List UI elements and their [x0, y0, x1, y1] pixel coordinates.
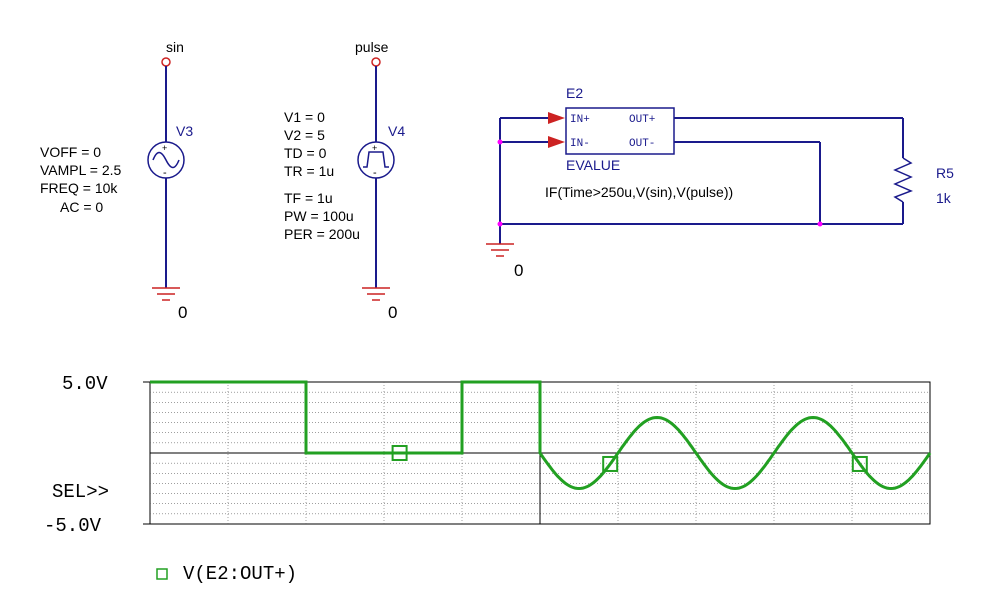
trace-marker-icon [391, 445, 408, 461]
e2-body [565, 107, 675, 155]
v4-minus-mark: - [373, 167, 377, 179]
e2-wiring [497, 117, 904, 244]
r5-resistor[interactable]: R5 1k [893, 157, 954, 206]
waveform-plot[interactable]: 5.0V -5.0V SEL>> [44, 373, 932, 537]
v3-param-vampl: VAMPL = 2.5 [40, 162, 122, 178]
v4-net-label: pulse [355, 39, 389, 55]
junction-dot-icon [497, 221, 503, 227]
v4-pulse-glyph-icon [363, 151, 389, 168]
v3-params: VOFF = 0 VAMPL = 2.5 FREQ = 10k AC = 0 [40, 144, 122, 215]
legend-trace-label: V(E2:OUT+) [183, 563, 297, 585]
v4-param-v2: V2 = 5 [284, 127, 325, 143]
v4-param-td: TD = 0 [284, 145, 327, 161]
v4-params: V1 = 0 V2 = 5 TD = 0 TR = 1u TF = 1u PW … [284, 109, 360, 242]
v4-pulse-source[interactable]: pulse + - V4 V1 = 0 V2 = 5 TD = 0 TR = 1… [284, 39, 405, 322]
e2-in-plus-arrow-icon [548, 112, 565, 124]
legend-marker-icon [156, 568, 168, 580]
v3-plus-mark: + [162, 143, 167, 153]
e2-ground-icon [486, 243, 514, 257]
v4-param-per: PER = 200u [284, 226, 360, 242]
trace-marker-icon [851, 455, 868, 472]
v3-sine-glyph-icon [152, 151, 180, 169]
e2-ground-label: 0 [514, 261, 523, 280]
v3-sine-source[interactable]: sin + - V3 VOFF = 0 VAMPL = 2.5 FREQ = 1… [40, 39, 193, 322]
e2-type: EVALUE [566, 157, 620, 173]
legend-item[interactable]: V(E2:OUT+) [156, 563, 297, 585]
y-axis-min-label: -5.0V [44, 515, 102, 537]
sel-marker[interactable]: SEL>> [52, 481, 109, 503]
e2-in-minus-arrow-icon [548, 136, 565, 148]
e2-expression: IF(Time>250u,V(sin),V(pulse)) [545, 184, 733, 200]
v3-ground-icon [152, 287, 180, 301]
v3-ref: V3 [176, 123, 193, 139]
v3-ground-label: 0 [178, 303, 187, 322]
v4-terminal-icon [371, 57, 381, 67]
junction-dot-icon [817, 221, 823, 227]
e2-pin-in-plus: IN+ [570, 114, 590, 126]
trace-markers [391, 445, 868, 472]
v3-net-label: sin [166, 39, 184, 55]
y-axis-max-label: 5.0V [62, 373, 108, 395]
v4-param-pw: PW = 100u [284, 208, 354, 224]
v4-param-tf: TF = 1u [284, 190, 333, 206]
e2-pin-out-plus: OUT+ [629, 114, 655, 126]
trace-marker-icon [602, 455, 619, 472]
v4-ground-label: 0 [388, 303, 397, 322]
v4-plus-mark: + [372, 143, 377, 153]
v4-ref: V4 [388, 123, 405, 139]
e2-pin-in-minus: IN- [570, 138, 590, 150]
trace-v-e2-out-plus [150, 380, 932, 491]
v3-terminal-icon [161, 57, 171, 67]
v3-minus-mark: - [163, 167, 167, 179]
v4-param-tr: TR = 1u [284, 163, 334, 179]
v3-param-ac: AC = 0 [60, 199, 103, 215]
e2-evalue-block[interactable]: E2 IN+ IN- OUT+ OUT- EVALUE IF(Time>250u… [545, 85, 733, 200]
e2-ref: E2 [566, 85, 583, 101]
v4-param-v1: V1 = 0 [284, 109, 325, 125]
r5-value: 1k [936, 190, 952, 206]
junction-dot-icon [497, 139, 503, 145]
r5-ref: R5 [936, 165, 954, 181]
r5-resistor-icon [893, 157, 913, 203]
v4-ground-icon [362, 287, 390, 301]
e2-pin-out-minus: OUT- [629, 138, 655, 150]
v3-param-freq: FREQ = 10k [40, 180, 118, 196]
v3-param-voff: VOFF = 0 [40, 144, 101, 160]
